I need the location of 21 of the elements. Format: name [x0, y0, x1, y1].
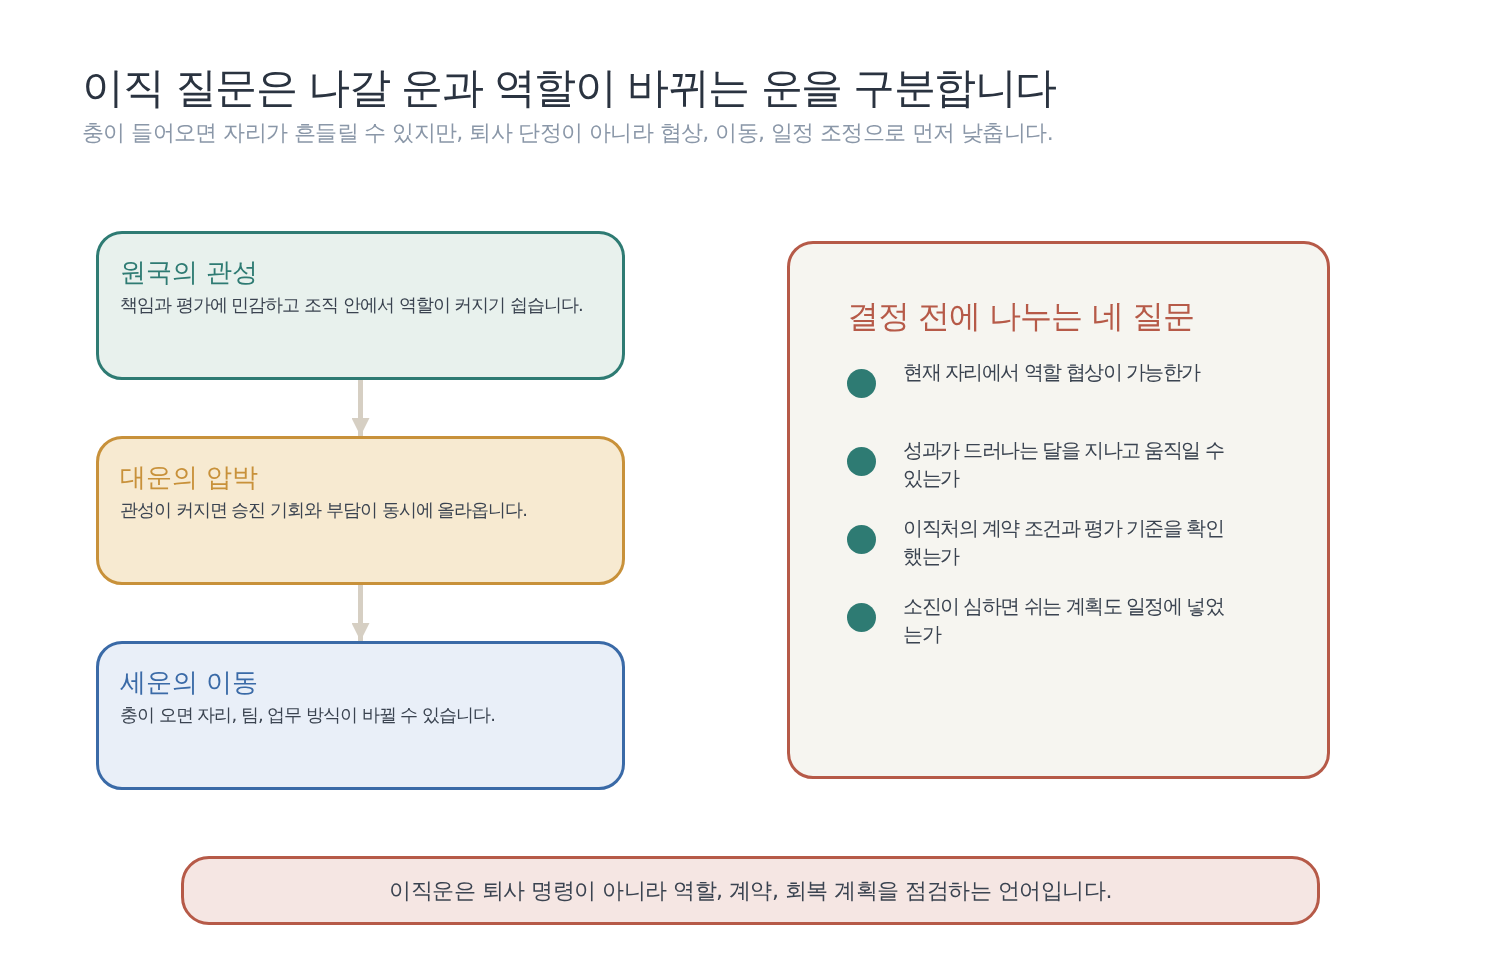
- panel-heading: 결정 전에 나누는 네 질문: [847, 296, 1194, 337]
- summary-text: 이직운은 퇴사 명령이 아니라 역할, 계약, 회복 계획을 점검하는 언어입니다.: [389, 876, 1112, 905]
- step-description: 관성이 커지면 승진 기회와 부담이 동시에 올라옵니다.: [120, 498, 528, 522]
- question-text: 성과가 드러나는 달을 지나고 움직일 수 있는가: [903, 437, 1225, 492]
- question-panel: [787, 241, 1330, 779]
- flow-arrow: [351, 585, 370, 641]
- page-subtitle: 충이 들어오면 자리가 흔들릴 수 있지만, 퇴사 단정이 아니라 협상, 이동, 일정 조정으로 먼저 낮춥니다.: [82, 119, 1054, 147]
- question-text: 이직처의 계약 조건과 평가 기준을 확인했는가: [903, 515, 1225, 570]
- step-heading: 대운의 압박: [120, 461, 259, 494]
- step-heading: 세운의 이동: [120, 666, 259, 699]
- summary-banner: [181, 856, 1320, 925]
- step-description: 충이 오면 자리, 팀, 업무 방식이 바뀔 수 있습니다.: [120, 703, 495, 727]
- question-text: 소진이 심하면 쉬는 계획도 일정에 넣었는가: [903, 593, 1225, 648]
- step-box: [96, 231, 625, 380]
- step-box: [96, 641, 625, 790]
- page-title: 이직 질문은 나갈 운과 역할이 바뀌는 운을 구분합니다: [82, 62, 1056, 114]
- step-description: 책임과 평가에 민감하고 조직 안에서 역할이 커지기 쉽습니다.: [120, 293, 583, 317]
- step-box: [96, 436, 625, 585]
- question-text: 현재 자리에서 역할 협상이 가능한가: [903, 359, 1202, 386]
- flow-arrow: [351, 380, 370, 436]
- step-heading: 원국의 관성: [120, 256, 259, 289]
